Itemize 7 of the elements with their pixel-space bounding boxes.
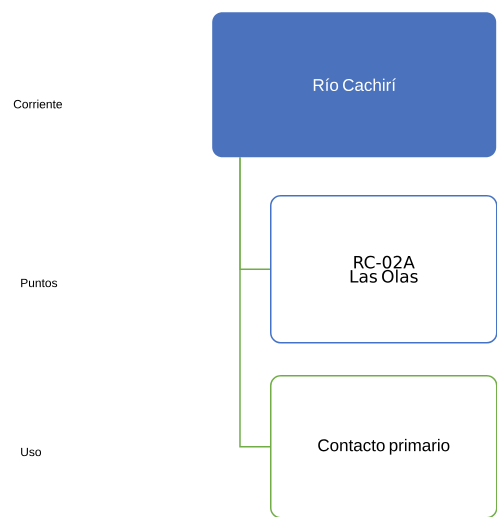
process-box: RC-02A Las Olas: [270, 195, 497, 344]
row-label: Puntos: [21, 278, 58, 288]
title-box: Río Cachirí: [212, 12, 496, 158]
row-label: Uso: [21, 448, 42, 456]
process-box: Contacto primario: [270, 375, 497, 517]
row-label: Corriente: [14, 100, 62, 108]
connector-line: [239, 157, 270, 448]
